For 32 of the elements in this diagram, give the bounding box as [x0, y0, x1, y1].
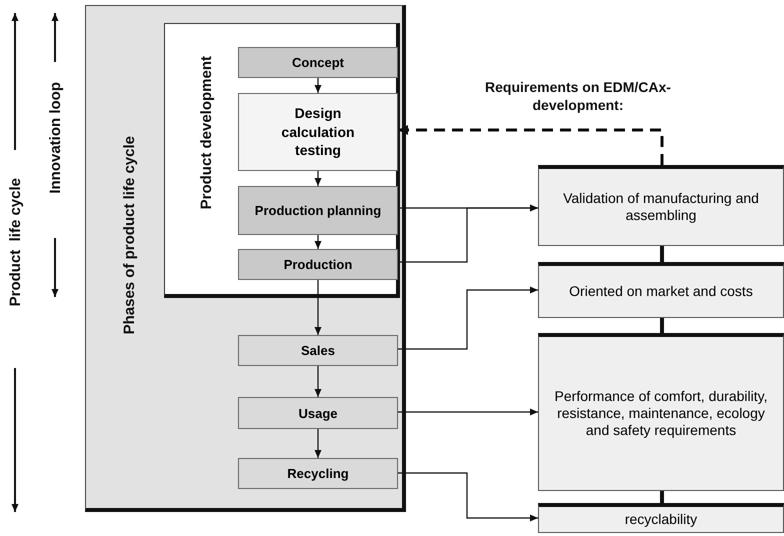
panel-title: Phases of product life cycle: [121, 136, 138, 334]
arrow: [398, 408, 538, 416]
process-box: Production: [238, 249, 398, 280]
arrow: [398, 204, 538, 263]
connector-line: [660, 491, 664, 503]
process-box: Design calculation testing: [238, 93, 398, 171]
arrow: [314, 235, 322, 249]
requirement-box: recyclability: [538, 503, 784, 533]
arrow: [314, 78, 322, 93]
dashed-arrow: [398, 125, 664, 165]
process-box: Concept: [238, 47, 398, 78]
process-box: Production planning: [238, 186, 398, 235]
group-title: Product development: [198, 56, 215, 210]
arrow: [398, 286, 538, 350]
arrow: [314, 429, 322, 458]
axis-label: Product life cycle: [7, 178, 24, 306]
connector-line: [660, 318, 664, 333]
requirement-box: Oriented on market and costs: [538, 262, 784, 318]
arrow: [314, 280, 322, 335]
arrow: [398, 472, 538, 522]
process-box: Usage: [238, 397, 398, 429]
arrow: [314, 171, 322, 186]
requirement-box: Performance of comfort, durability, resistance, maintenance, ecology and safety requirements: [538, 333, 784, 491]
arrow: [314, 366, 322, 397]
development-panel: [164, 23, 400, 298]
process-box: Recycling: [238, 458, 398, 489]
heading-note: Requirements on EDM/CAx-development:: [484, 78, 672, 114]
phase-panel: [85, 5, 406, 512]
axis-label: Innovation loop: [47, 82, 64, 194]
requirement-box: Validation of manufacturing and assembling: [538, 165, 784, 246]
connector-line: [660, 246, 664, 262]
process-box: Sales: [238, 335, 398, 366]
